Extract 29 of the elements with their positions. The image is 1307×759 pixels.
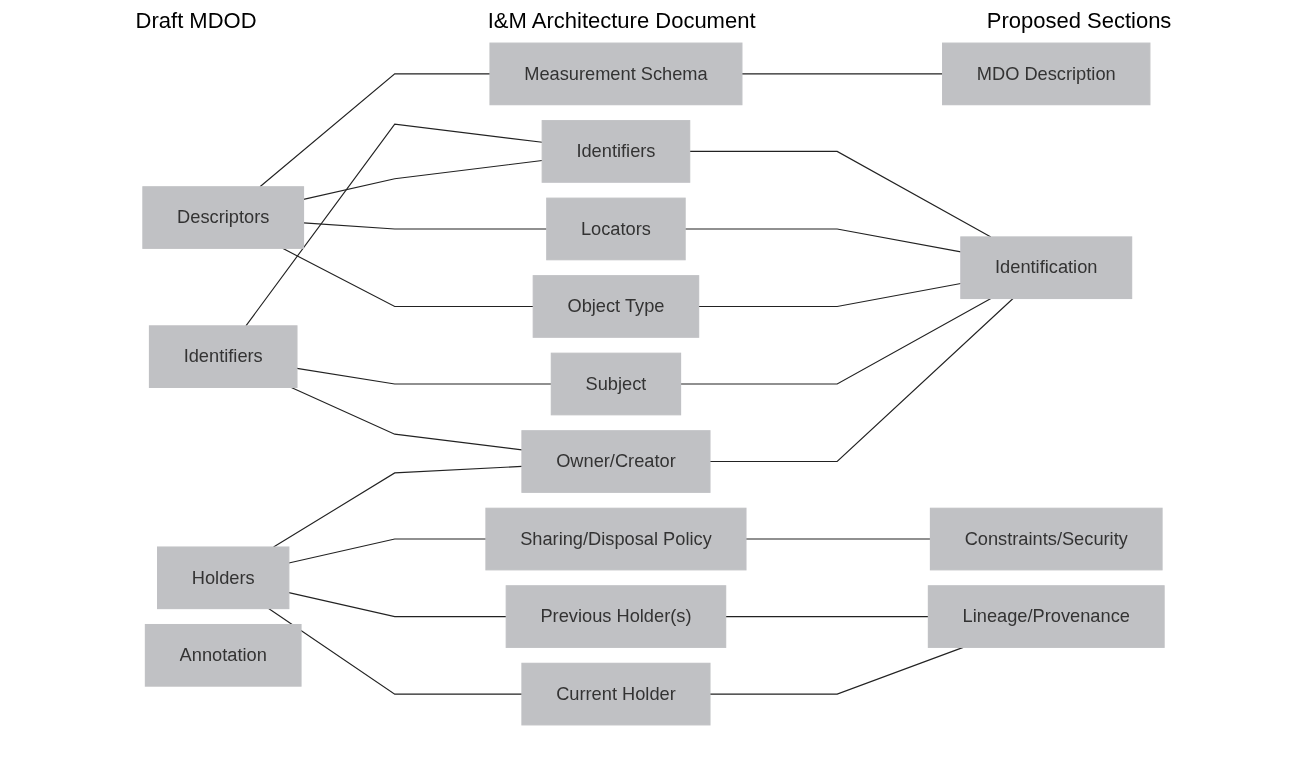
node-box: Lineage/Provenance — [927, 585, 1165, 648]
column-heading: Draft MDOD — [135, 8, 257, 34]
column-heading: I&M Architecture Document — [487, 8, 756, 34]
node-box: Holders — [157, 546, 290, 610]
connector — [709, 297, 1014, 463]
connector — [709, 646, 964, 695]
connector — [296, 367, 552, 385]
connector — [282, 247, 534, 308]
node-box: Identifiers — [541, 120, 691, 183]
column-heading: Proposed Sections — [986, 8, 1172, 34]
node-box: Identifiers — [148, 325, 298, 388]
node-box: MDO Description — [942, 42, 1151, 106]
node-box: Previous Holder(s) — [505, 585, 727, 648]
node-box: Constraints/Security — [929, 507, 1163, 571]
node-box: Measurement Schema — [489, 42, 743, 106]
node-box: Subject — [550, 352, 682, 416]
connector — [725, 616, 929, 618]
connector — [288, 592, 507, 618]
node-box: Owner/Creator — [521, 430, 711, 493]
node-box: Object Type — [532, 275, 700, 338]
node-box: Annotation — [144, 623, 302, 687]
connector — [245, 123, 543, 327]
node-box: Locators — [546, 197, 686, 261]
node-box: Identification — [960, 236, 1133, 300]
node-box: Sharing/Disposal Policy — [485, 507, 747, 571]
connector — [680, 297, 992, 385]
connector — [689, 150, 992, 238]
node-box: Current Holder — [521, 662, 711, 726]
node-box: Descriptors — [142, 186, 305, 249]
